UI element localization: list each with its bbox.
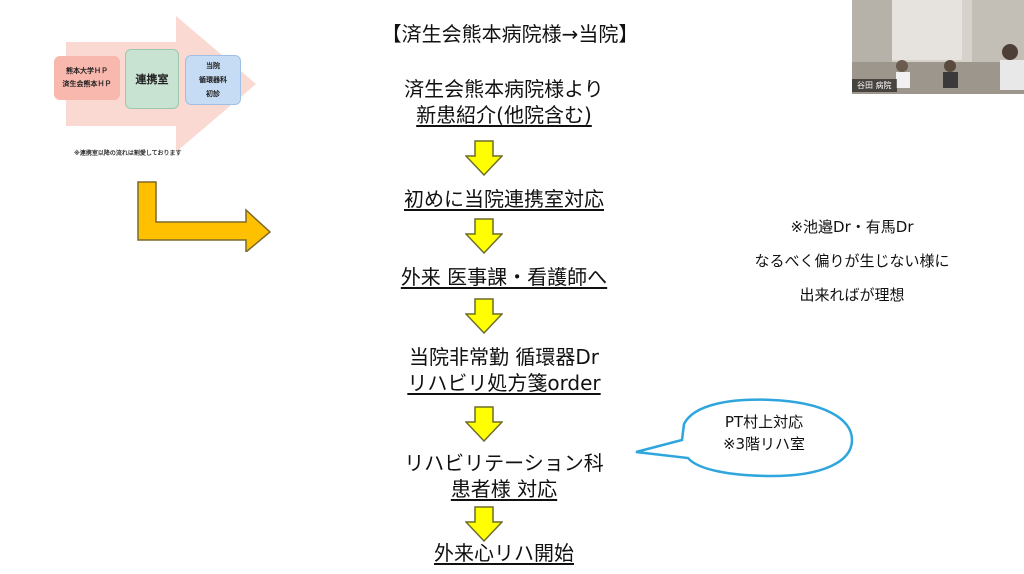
source-kumamoto-univ: 熊本大学ＨＰ <box>66 67 108 75</box>
note-doctors: ※池邉Dr・有馬Dr <box>790 218 914 236</box>
down-arrow-icon <box>465 140 503 176</box>
step-referral-line1: 済生会熊本病院様より <box>404 77 604 101</box>
step-cardiology-line1: 当院非常勤 循環器Dr <box>409 345 599 369</box>
note-ideal: 出来ればが理想 <box>799 286 905 304</box>
source-saiseikai: 済生会熊本ＨＰ <box>62 80 112 88</box>
note-balance: なるべく偏りが生じない様に <box>754 252 950 270</box>
bubble-line2: ※3階リハ室 <box>722 435 806 453</box>
step-rehab: リハビリテーション科 患者様 対応 <box>300 450 708 502</box>
speech-bubble-shape <box>635 398 854 478</box>
slide-title: 【済生会熊本病院様→当院】 <box>381 22 639 46</box>
step-liaison-line1: 初めに当院連携室対応 <box>404 187 604 211</box>
referral-source-box: 熊本大学ＨＰ 済生会熊本ＨＰ <box>54 56 120 100</box>
participant-video-tile[interactable]: 谷田 病院 <box>852 0 1024 94</box>
down-arrow-icon <box>465 506 503 542</box>
liaison-office-label: 連携室 <box>135 73 169 86</box>
step-liaison: 初めに当院連携室対応 <box>300 186 708 212</box>
our-hospital-label: 当院 <box>206 62 220 70</box>
step-outpatient: 外来 医事課・看護師へ <box>300 264 708 290</box>
speech-bubble-text: PT村上対応 ※3階リハ室 <box>700 411 828 455</box>
bubble-line1: PT村上対応 <box>724 413 804 431</box>
step-cardiology-line2: リハビリ処方箋order <box>407 371 601 395</box>
bent-arrow-icon <box>137 181 272 252</box>
first-visit-label: 初診 <box>206 90 220 98</box>
step-rehab-line1: リハビリテーション科 <box>404 451 604 475</box>
video-feed-image <box>852 0 1024 94</box>
step-outpatient-line1: 外来 医事課・看護師へ <box>400 265 608 289</box>
down-arrow-icon <box>465 298 503 334</box>
down-arrow-icon <box>465 218 503 254</box>
step-cardiology: 当院非常勤 循環器Dr リハビリ処方箋order <box>300 344 708 396</box>
step-referral-line2: 新患紹介(他院含む) <box>416 103 592 127</box>
liaison-office-box: 連携室 <box>125 49 179 109</box>
diagram-note: ※連携室以降の流れは割愛しております <box>74 150 182 157</box>
step-referral: 済生会熊本病院様より 新患紹介(他院含む) <box>300 76 708 128</box>
step-start-rehab: 外来心リハ開始 <box>300 540 708 566</box>
cardiology-label: 循環器科 <box>199 76 227 84</box>
participant-name-label: 谷田 病院 <box>852 79 897 92</box>
step-rehab-line2: 患者様 対応 <box>450 477 558 501</box>
down-arrow-icon <box>465 406 503 442</box>
our-hospital-box: 当院 循環器科 初診 <box>185 55 241 105</box>
step-start-rehab-line1: 外来心リハ開始 <box>434 541 574 565</box>
